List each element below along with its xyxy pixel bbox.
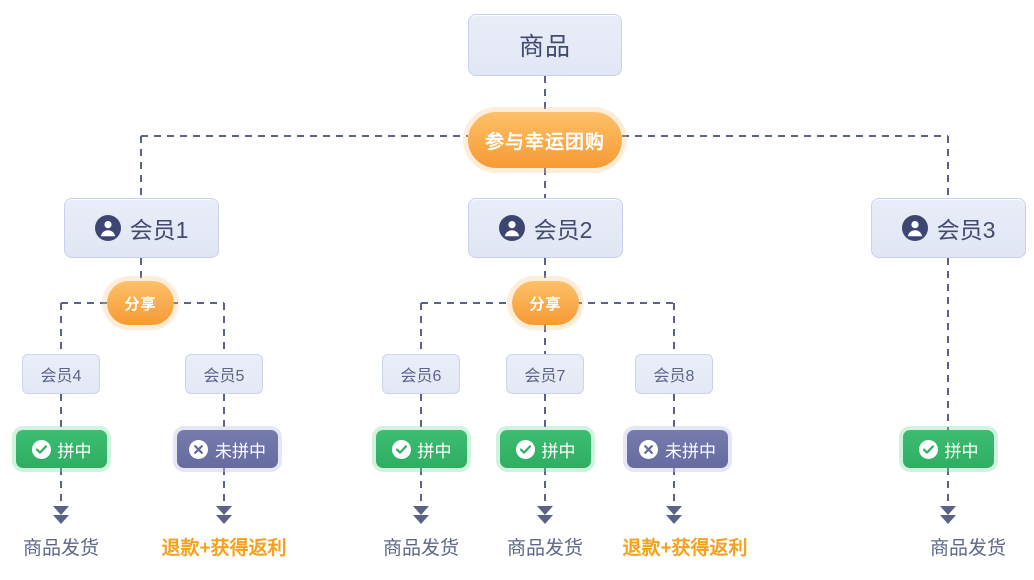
check-circle-icon bbox=[515, 439, 535, 459]
member-node-7[interactable]: 会员7 bbox=[506, 354, 584, 394]
status-badge-5[interactable]: 未拼中 bbox=[627, 430, 728, 468]
x-circle-icon bbox=[189, 439, 208, 459]
status-badge-3-label: 拼中 bbox=[417, 441, 452, 461]
member-node-4[interactable]: 会员4 bbox=[22, 354, 100, 394]
outcome-label-4: 商品发货 bbox=[506, 538, 584, 559]
user-icon bbox=[94, 215, 121, 241]
member-node-1[interactable]: 会员1 bbox=[64, 198, 219, 258]
product-label: 商品 bbox=[518, 33, 571, 61]
member-node-5-label: 会员5 bbox=[203, 368, 245, 385]
status-badge-2-label: 未拼中 bbox=[215, 441, 266, 461]
member-node-5[interactable]: 会员5 bbox=[185, 354, 263, 394]
member-node-3[interactable]: 会员3 bbox=[871, 198, 1026, 258]
user-icon bbox=[901, 215, 928, 241]
x-circle-icon bbox=[639, 439, 658, 459]
status-badge-6-label: 拼中 bbox=[944, 441, 979, 461]
status-badge-6[interactable]: 拼中 bbox=[903, 430, 994, 468]
outcome-label-5: 退款+获得返利 bbox=[622, 538, 748, 559]
member-node-1-label: 会员1 bbox=[129, 217, 189, 243]
member-node-3-label: 会员3 bbox=[936, 217, 996, 243]
check-circle-icon bbox=[31, 439, 51, 459]
status-badge-3[interactable]: 拼中 bbox=[376, 430, 467, 468]
join-group-buy-label: 参与幸运团购 bbox=[484, 131, 605, 153]
status-badge-4-label: 拼中 bbox=[541, 441, 576, 461]
outcome-label-3: 商品发货 bbox=[382, 538, 460, 559]
check-circle-icon bbox=[918, 439, 938, 459]
member-node-8[interactable]: 会员8 bbox=[635, 354, 713, 394]
outcome-label-6: 商品发货 bbox=[929, 538, 1007, 559]
join-group-buy-action[interactable]: 参与幸运团购 bbox=[468, 112, 622, 168]
member-node-6[interactable]: 会员6 bbox=[382, 354, 460, 394]
member-node-6-label: 会员6 bbox=[400, 368, 442, 385]
product-node[interactable]: 商品 bbox=[468, 14, 622, 76]
share-action-1[interactable]: 分享 bbox=[107, 281, 174, 325]
member-node-8-label: 会员8 bbox=[653, 368, 695, 385]
member-node-7-label: 会员7 bbox=[524, 368, 566, 385]
status-badge-1[interactable]: 拼中 bbox=[16, 430, 107, 468]
check-circle-icon bbox=[391, 439, 411, 459]
member-node-4-label: 会员4 bbox=[40, 368, 82, 385]
status-badge-5-label: 未拼中 bbox=[665, 441, 716, 461]
status-badge-4[interactable]: 拼中 bbox=[500, 430, 591, 468]
share-action-2[interactable]: 分享 bbox=[512, 281, 579, 325]
share-action-1-label: 分享 bbox=[124, 295, 157, 313]
user-icon bbox=[498, 215, 525, 241]
share-action-2-label: 分享 bbox=[529, 295, 562, 313]
outcome-label-2: 退款+获得返利 bbox=[161, 538, 287, 559]
status-badge-1-label: 拼中 bbox=[57, 441, 92, 461]
status-badge-2[interactable]: 未拼中 bbox=[177, 430, 278, 468]
member-node-2[interactable]: 会员2 bbox=[468, 198, 623, 258]
outcome-label-1: 商品发货 bbox=[22, 538, 100, 559]
member-node-2-label: 会员2 bbox=[533, 217, 593, 243]
